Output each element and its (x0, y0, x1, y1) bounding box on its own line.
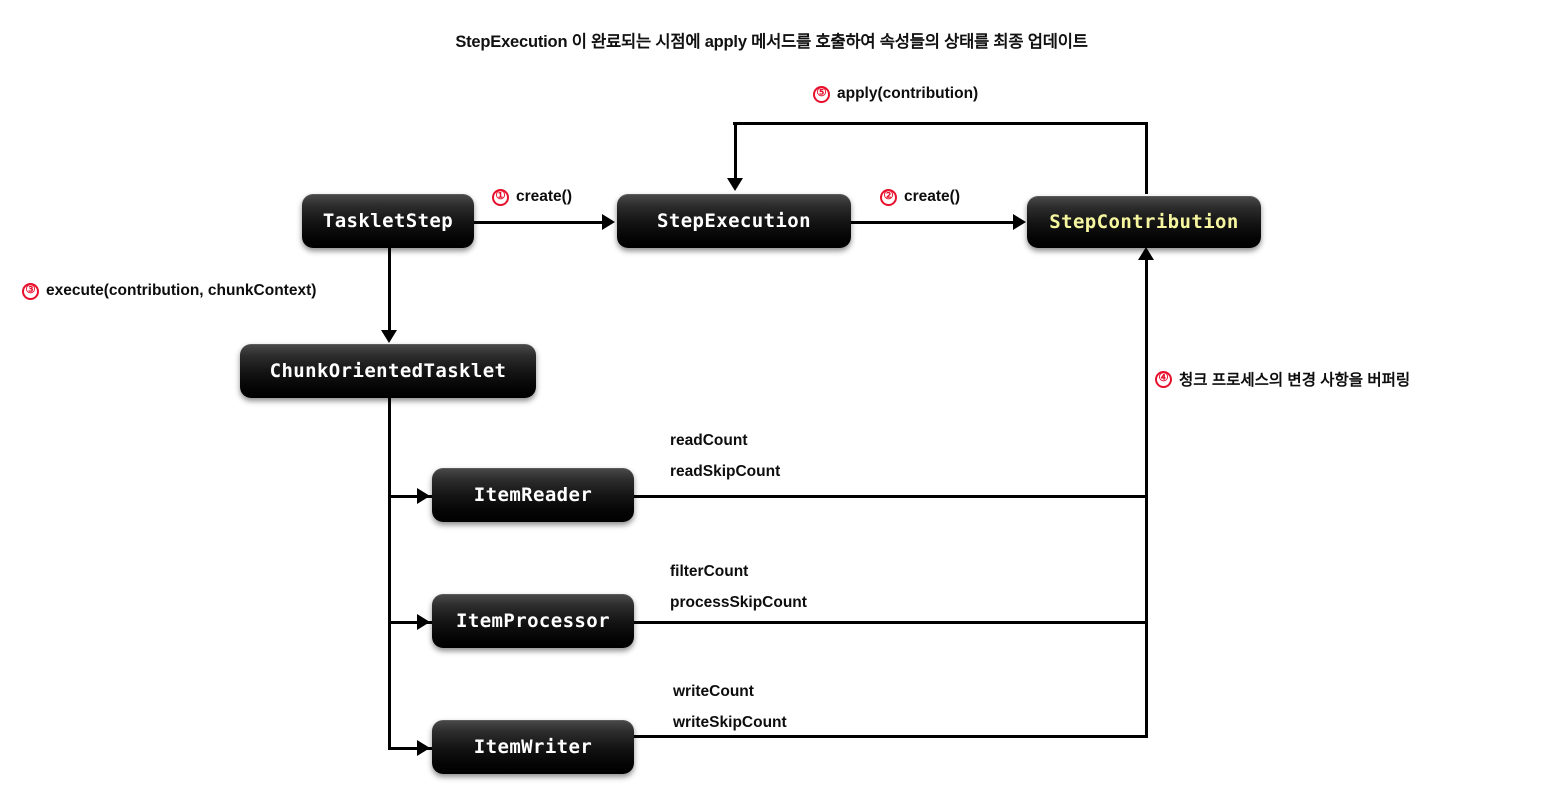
annotation-step-3: ③ execute(contribution, chunkContext) (22, 282, 316, 300)
node-tasklet-step[interactable]: TaskletStep (302, 194, 474, 248)
property-write-count: writeCount (673, 683, 754, 700)
node-chunk-oriented-tasklet[interactable]: ChunkOrientedTasklet (240, 344, 536, 398)
arrowhead-branch-item-writer (417, 740, 430, 756)
connector-buffering-riser (1145, 256, 1148, 738)
step-marker-5-icon: ⑤ (813, 85, 830, 103)
property-process-skip-count: processSkipCount (670, 594, 807, 611)
node-item-processor[interactable]: ItemProcessor (432, 594, 634, 648)
annotation-step-1-label: create() (516, 188, 572, 205)
property-read-count: readCount (670, 432, 748, 449)
connector-filtercount-run (632, 621, 1148, 624)
connector-tasklet-to-stepexecution (474, 221, 604, 224)
step-marker-1-icon: ① (492, 188, 509, 206)
node-chunk-oriented-tasklet-label: ChunkOrientedTasklet (269, 360, 507, 382)
connector-writecount-run (632, 735, 1148, 738)
arrowhead-apply-into-stepexecution (727, 178, 743, 191)
node-step-contribution[interactable]: StepContribution (1027, 196, 1261, 248)
connector-apply-top-run (733, 122, 1148, 125)
annotation-step-5-label: apply(contribution) (837, 85, 979, 102)
arrowhead-buffering-into-stepcontribution (1138, 247, 1154, 260)
property-write-skip-count: writeSkipCount (673, 714, 787, 731)
connector-stepexecution-to-stepcontribution (851, 221, 1014, 224)
connector-tasklet-to-chunktasklet (388, 248, 391, 332)
node-step-contribution-label: StepContribution (1049, 211, 1239, 233)
property-read-skip-count: readSkipCount (670, 463, 781, 480)
node-item-writer-label: ItemWriter (473, 736, 593, 758)
arrowhead-branch-item-processor (417, 614, 430, 630)
arrowhead-branch-item-reader (417, 488, 430, 504)
annotation-step-2-label: create() (904, 188, 960, 205)
connector-apply-right-riser (1145, 122, 1148, 194)
step-marker-3-icon: ③ (22, 282, 39, 300)
node-tasklet-step-label: TaskletStep (322, 210, 454, 232)
diagram-title: StepExecution 이 완료되는 시점에 apply 메서드를 호출하여… (455, 33, 1088, 51)
step-marker-4-icon: ④ (1155, 370, 1172, 388)
connector-apply-left-drop (734, 122, 737, 180)
annotation-step-4-label: 청크 프로세스의 변경 사항을 버퍼링 (1179, 372, 1411, 389)
annotation-step-3-label: execute(contribution, chunkContext) (46, 282, 317, 299)
annotation-step-4: ④ 청크 프로세스의 변경 사항을 버퍼링 (1155, 368, 1410, 390)
property-filter-count: filterCount (670, 563, 749, 580)
connector-chunktasklet-trunk (388, 398, 391, 748)
arrowhead-tasklet-to-chunktasklet (381, 330, 397, 343)
node-step-execution[interactable]: StepExecution (617, 194, 851, 248)
node-item-reader[interactable]: ItemReader (432, 468, 634, 522)
node-item-writer[interactable]: ItemWriter (432, 720, 634, 774)
node-item-processor-label: ItemProcessor (456, 610, 610, 632)
annotation-step-5: ⑤ apply(contribution) (813, 85, 978, 103)
arrowhead-tasklet-to-stepexecution (602, 214, 615, 230)
connector-readcount-run (632, 495, 1148, 498)
step-marker-2-icon: ② (880, 188, 897, 206)
arrowhead-stepexecution-to-stepcontribution (1013, 214, 1026, 230)
node-step-execution-label: StepExecution (657, 210, 811, 232)
node-item-reader-label: ItemReader (473, 484, 593, 506)
annotation-step-1: ① create() (492, 188, 572, 206)
annotation-step-2: ② create() (880, 188, 960, 206)
